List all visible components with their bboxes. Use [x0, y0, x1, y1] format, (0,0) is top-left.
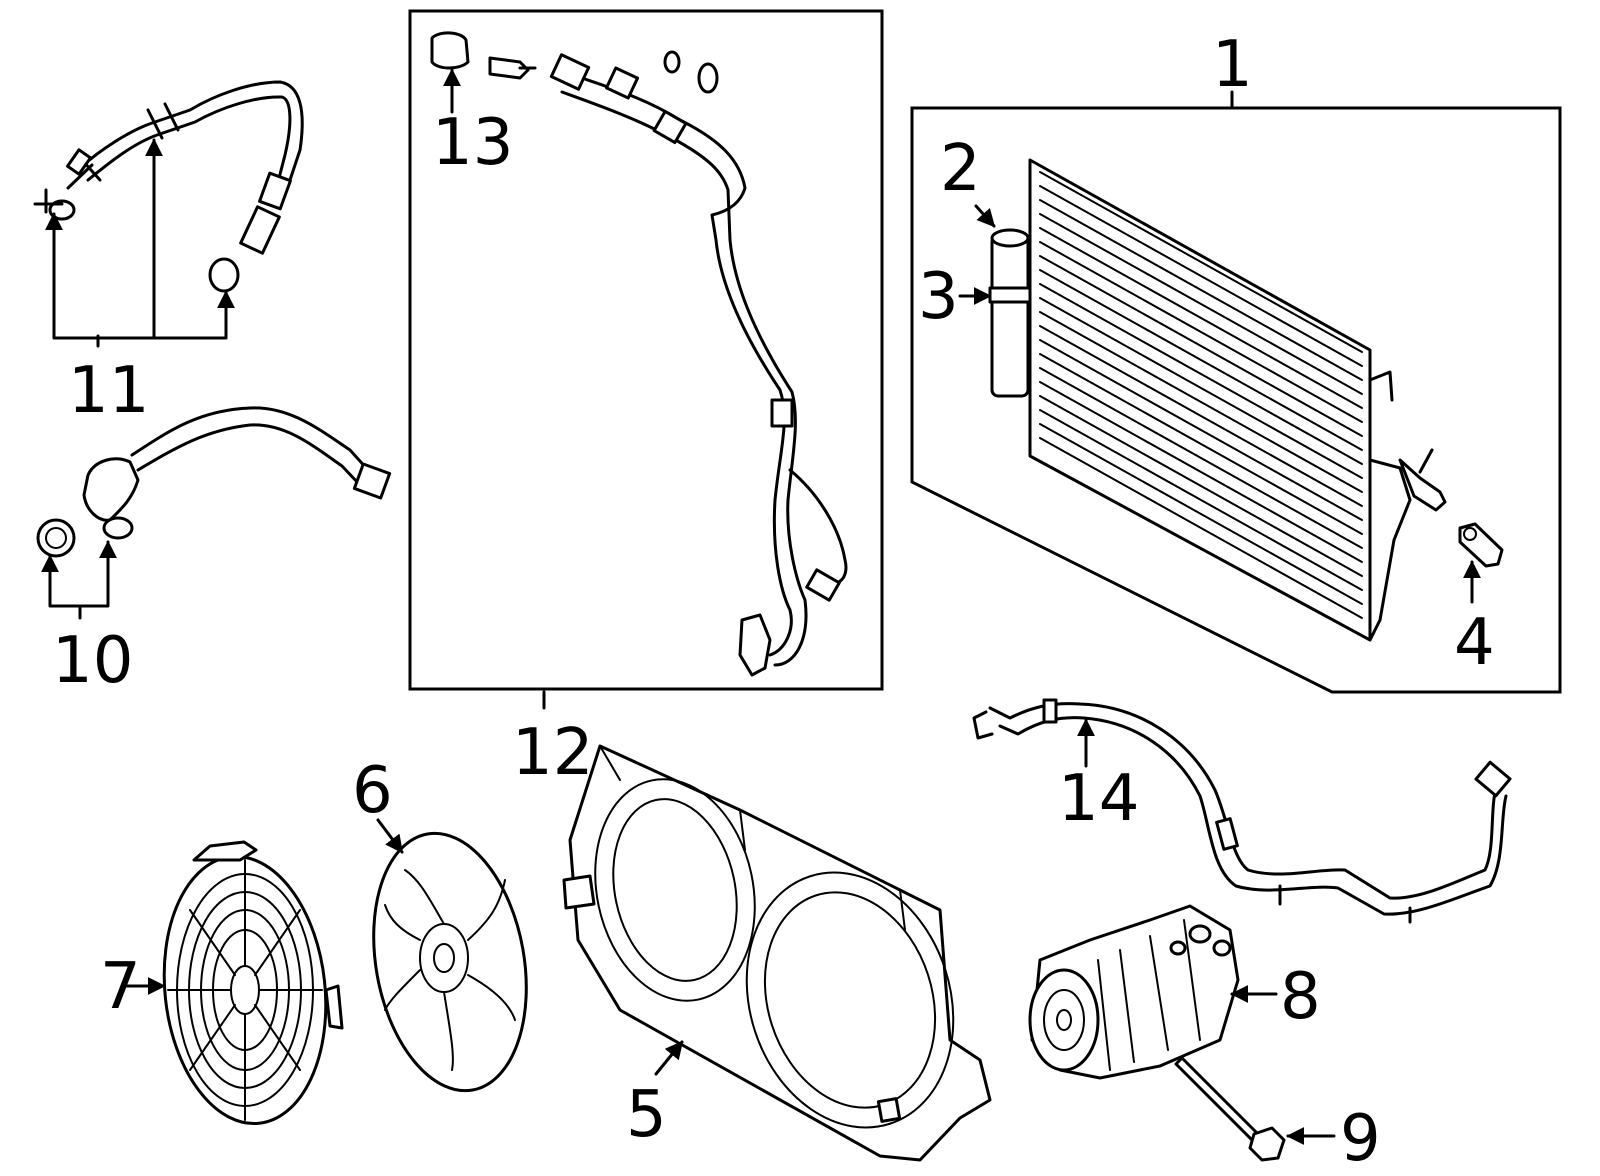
group-box-1 — [910, 106, 1562, 694]
cap-13 — [430, 31, 470, 70]
leader-10 — [48, 544, 110, 620]
drier-2 — [988, 228, 1032, 398]
callout-2: 2 — [940, 132, 981, 206]
callout-14: 14 — [1058, 762, 1139, 836]
group-box-12 — [408, 9, 884, 691]
fan-blade-6 — [372, 831, 528, 1093]
callout-5: 5 — [626, 1078, 667, 1152]
callout-3: 3 — [918, 260, 959, 334]
leader-6 — [376, 818, 404, 854]
fitting-4 — [1458, 522, 1504, 568]
bolt-9 — [1174, 1056, 1286, 1162]
callout-11: 11 — [68, 354, 149, 428]
callout-8: 8 — [1280, 960, 1321, 1034]
callout-1: 1 — [1212, 28, 1253, 102]
fan-shroud-5 — [562, 744, 992, 1162]
callout-13: 13 — [432, 106, 513, 180]
callout-6: 6 — [352, 754, 393, 828]
leader-5 — [654, 1040, 684, 1076]
leader-2 — [974, 204, 996, 228]
callout-7: 7 — [100, 950, 141, 1024]
hose-assembly-11 — [33, 80, 304, 293]
leader-11 — [52, 142, 228, 348]
condenser-1 — [1028, 158, 1447, 642]
ac-line-14 — [972, 698, 1512, 924]
callout-4: 4 — [1454, 606, 1495, 680]
fan-guard-7 — [162, 840, 344, 1126]
compressor-8 — [1028, 904, 1240, 1080]
ac-line-12 — [488, 50, 848, 677]
hose-assembly-10 — [36, 406, 392, 558]
callout-10: 10 — [52, 624, 133, 698]
callout-12: 12 — [512, 716, 593, 790]
callout-9: 9 — [1340, 1102, 1381, 1176]
